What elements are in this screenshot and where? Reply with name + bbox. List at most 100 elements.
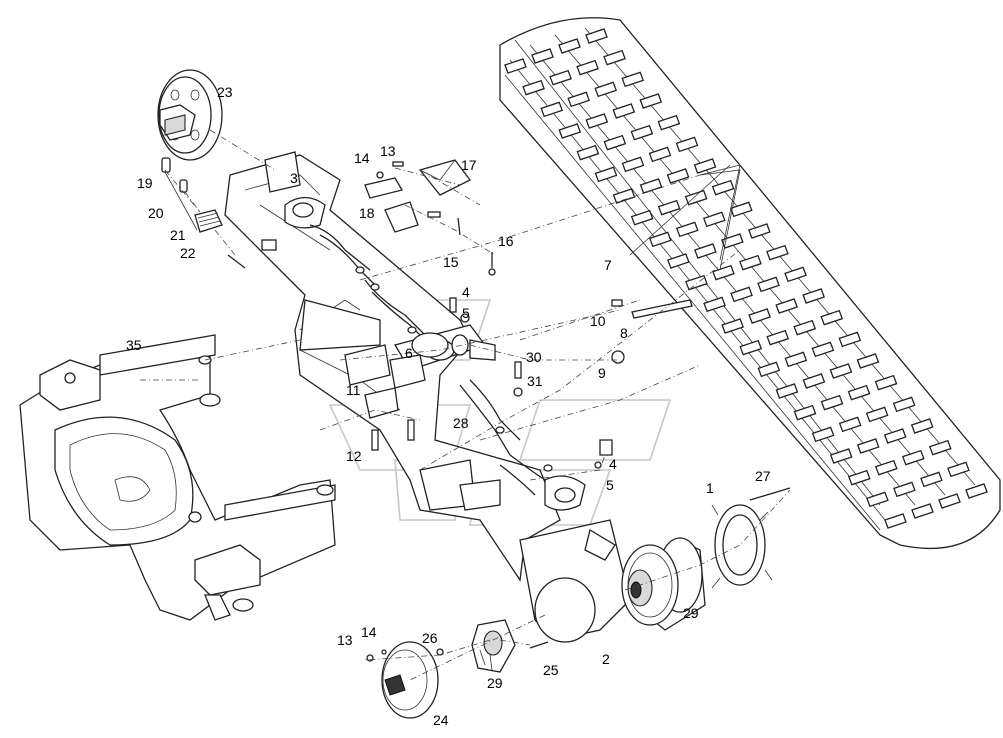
track-pad — [657, 114, 681, 131]
callout-labels: 1 2 3 4 5 6 7 8 9 10 11 12 13 13 14 14 1… — [126, 84, 771, 728]
callout-1: 1 — [706, 480, 714, 496]
callout-28: 28 — [453, 415, 469, 431]
track-pad — [910, 418, 934, 434]
track-pad — [667, 253, 690, 269]
callout-12: 12 — [346, 448, 362, 464]
track-pad — [928, 439, 952, 456]
callout-25: 25 — [543, 662, 559, 678]
track-pad — [748, 223, 771, 239]
track-pad — [594, 166, 618, 183]
tensioner-parts-13-18 — [364, 159, 496, 276]
track-pad — [739, 254, 762, 271]
callout-30: 30 — [526, 349, 542, 365]
callout-29: 29 — [683, 605, 699, 621]
small-parts-19-22 — [161, 157, 246, 269]
track-pad — [892, 396, 916, 413]
track-pad — [739, 339, 763, 356]
track-pad — [820, 394, 844, 411]
base-frame — [19, 334, 336, 621]
track-pad — [585, 28, 608, 44]
track-pad — [893, 481, 916, 498]
track-pad — [630, 124, 654, 141]
track-pad — [865, 406, 889, 423]
track-pad — [693, 158, 717, 174]
track-pad — [802, 288, 825, 304]
callout-23: 23 — [217, 84, 233, 100]
track-pad — [639, 178, 663, 194]
track-pad — [657, 199, 681, 216]
track-pad — [585, 113, 609, 129]
track-pad — [748, 308, 771, 324]
track-pad — [757, 361, 781, 378]
callout-24: 24 — [433, 712, 449, 728]
callout-10: 10 — [590, 313, 606, 329]
callout-5-lower: 5 — [606, 477, 614, 493]
callout-6: 6 — [405, 345, 413, 361]
track-pads — [504, 28, 988, 529]
track-pad — [866, 491, 889, 508]
callout-14-lower: 14 — [361, 624, 377, 640]
track-pad — [576, 59, 599, 76]
track-pad — [920, 471, 943, 488]
track-pad — [802, 373, 826, 389]
track-pad — [784, 351, 808, 368]
track-pad — [675, 221, 699, 238]
callout-27: 27 — [755, 468, 771, 484]
callout-35: 35 — [126, 337, 142, 353]
track-pad — [703, 296, 726, 313]
callout-14: 14 — [354, 150, 370, 166]
callout-4: 4 — [462, 284, 470, 300]
track-pad — [621, 71, 645, 88]
track-pad — [558, 123, 582, 139]
track-pad — [856, 438, 880, 454]
track-pad — [820, 309, 844, 326]
track-pad — [639, 93, 663, 109]
track-pad — [911, 503, 934, 519]
track-pad — [666, 168, 690, 184]
track-pad — [567, 91, 591, 108]
track-pad — [549, 69, 572, 86]
leader-lines — [140, 129, 791, 681]
track-pad — [901, 449, 925, 466]
roller-assembly — [364, 297, 470, 451]
callout-8: 8 — [620, 325, 628, 341]
track-pad — [576, 144, 600, 161]
callout-7: 7 — [604, 257, 612, 273]
track-pad — [603, 134, 627, 151]
track-pad — [847, 469, 871, 486]
track-pad — [648, 231, 672, 248]
track-pad — [712, 264, 735, 281]
track-pad — [775, 298, 798, 314]
track-pad — [829, 448, 853, 464]
track-chain — [499, 17, 1001, 550]
callout-4-lower: 4 — [609, 456, 617, 472]
callout-16: 16 — [498, 233, 514, 249]
track-pad — [729, 201, 753, 218]
track-pad — [757, 276, 780, 293]
track-pad — [838, 331, 862, 348]
idler-wheel — [157, 69, 223, 161]
track-pad — [874, 459, 898, 476]
track-pad — [522, 79, 545, 96]
drive-assembly — [366, 487, 791, 719]
callout-13: 13 — [380, 143, 396, 159]
track-pad — [793, 319, 817, 336]
track-pad — [540, 101, 564, 118]
callout-15: 15 — [443, 254, 459, 270]
callout-19: 19 — [137, 175, 153, 191]
track-pad — [630, 209, 654, 226]
track-pad — [829, 363, 853, 379]
track-pad — [838, 416, 862, 433]
track-pad — [721, 233, 744, 249]
callout-22: 22 — [180, 245, 196, 261]
hydraulic-lines — [309, 224, 553, 496]
callout-31: 31 — [527, 373, 543, 389]
callout-20: 20 — [148, 205, 164, 221]
callout-29-lower: 29 — [487, 675, 503, 691]
track-pad — [685, 274, 708, 291]
callout-26: 26 — [422, 630, 438, 646]
track-pad — [883, 428, 907, 444]
track-pad — [603, 49, 626, 66]
track-pad — [856, 353, 880, 369]
